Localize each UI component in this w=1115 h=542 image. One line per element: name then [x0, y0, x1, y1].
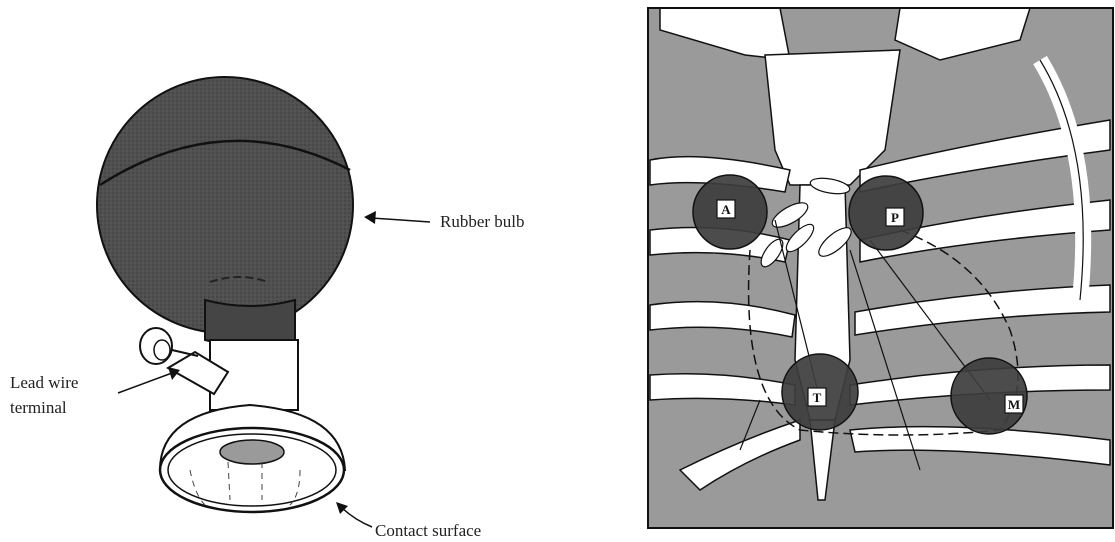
rubber-bulb-label: Rubber bulb [440, 212, 525, 231]
contact-arrow [336, 502, 372, 527]
marker-m: M [951, 358, 1027, 434]
bulb-arrow [364, 211, 430, 224]
lead-arrow [118, 367, 180, 393]
terminal-label: terminal [10, 398, 67, 417]
suction-electrode-illustration: Rubber bulb Lead wire terminal Contact s… [10, 77, 525, 540]
marker-p-letter: P [891, 210, 899, 225]
rubber-bulb [97, 77, 353, 333]
contact-cup [160, 405, 345, 512]
marker-t-letter: T [813, 390, 822, 405]
contact-surface-label: Contact surface [375, 521, 481, 540]
marker-t: T [782, 354, 858, 430]
marker-p: P [849, 176, 923, 250]
marker-a: A [693, 175, 767, 249]
lead-wire-label: Lead wire [10, 373, 78, 392]
chest-diagram: A P T M [648, 8, 1113, 528]
marker-m-letter: M [1008, 397, 1020, 412]
marker-a-letter: A [721, 202, 731, 217]
bulb-neck [205, 300, 298, 410]
